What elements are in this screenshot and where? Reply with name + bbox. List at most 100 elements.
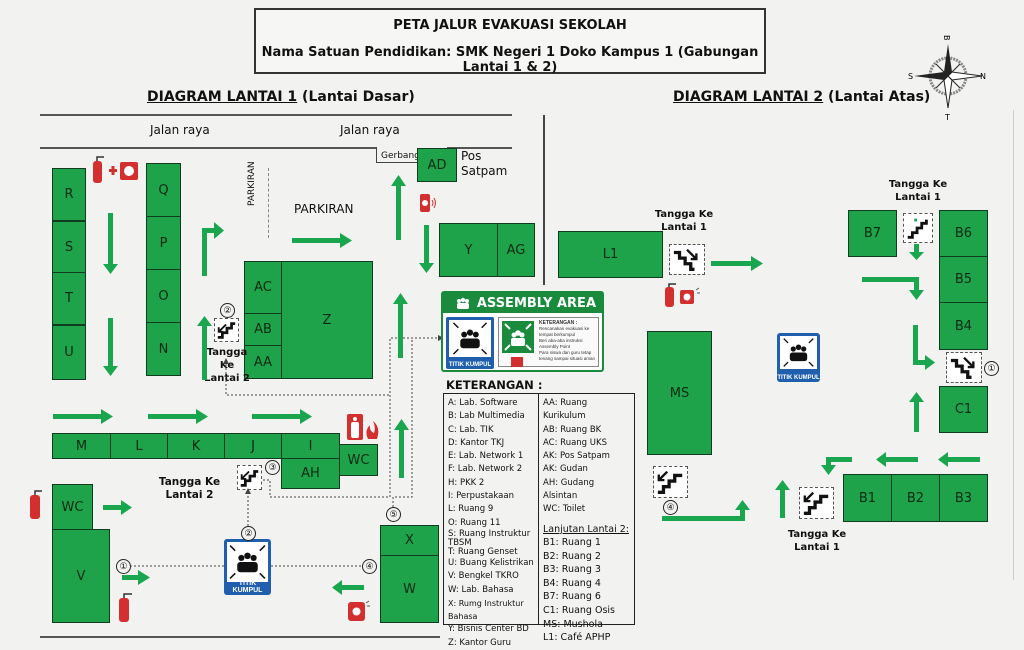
room-S: S [52, 221, 86, 274]
legend-item: T: Ruang Genset [448, 546, 518, 557]
arrow-bent-up-right [202, 222, 224, 276]
stairs-icon-floor1-a [214, 318, 239, 342]
legend-item: U: Buang Kelistrikan [448, 557, 534, 568]
floor1-heading-main: DIAGRAM LANTAI 1 [147, 89, 298, 105]
room-B5: B5 [939, 256, 988, 303]
arrow-right [148, 409, 208, 424]
people-group-icon [783, 338, 814, 367]
titik-kumpul-caption-floor1: TITIK KUMPUL [232, 580, 263, 594]
legend-heading: KETERANGAN : [446, 378, 543, 392]
legend-item: B3: Ruang 3 [543, 564, 601, 576]
room-R: R [52, 168, 86, 221]
arrow-up [775, 480, 790, 518]
legend-item: D: Kantor TKJ [448, 437, 505, 448]
legend-item: AB: Ruang BK [543, 424, 602, 435]
arrow-left [938, 452, 980, 467]
fire-extinguisher-icon [30, 490, 42, 519]
marker-1-floor1: ① [116, 559, 131, 574]
legend-item: AK: Gudan [543, 464, 588, 475]
arrow-right [711, 256, 763, 271]
marker-2-floor1-stairs: ② [220, 303, 235, 318]
room-L1: L1 [558, 231, 663, 278]
alarm-button-icon [511, 357, 523, 367]
floor-divider [543, 115, 545, 285]
room-WC-b: WC [52, 484, 93, 530]
road-label-left: Jalan raya [150, 123, 210, 137]
compass-bottom-label: T [944, 113, 950, 122]
arrow-up [391, 175, 406, 240]
arrow-bent-left-down [821, 457, 852, 475]
room-MS: MS [647, 331, 712, 455]
title-box: PETA JALUR EVAKUASI SEKOLAH Nama Satuan … [254, 8, 766, 75]
arrow-up [393, 293, 408, 358]
room-I: I [281, 433, 340, 459]
people-group-icon [457, 297, 469, 309]
floor1-heading: DIAGRAM LANTAI 1 (Lantai Dasar) [147, 89, 415, 105]
legend-item: O: Ruang 11 [448, 517, 501, 528]
room-O: O [146, 269, 181, 323]
arrow-up [394, 419, 409, 478]
compass-right-label: N [980, 72, 986, 81]
arrow-down [103, 318, 118, 376]
legend-item: B7: Ruang 6 [543, 591, 601, 603]
legend-item: Y: Bisnis Center BD [448, 624, 529, 635]
legend-floor2-heading: Lanjutan Lantai 2: [543, 523, 629, 535]
road-edge-top [40, 114, 512, 116]
titik-kumpul-caption-floor2: TITIK KUMPUL [777, 375, 820, 381]
room-N: N [146, 322, 181, 376]
assembly-note: Para siswa dan guru tetap tenang sampai … [539, 350, 596, 361]
room-AD: AD [417, 148, 457, 182]
stairs-down-icon-floor2-a [669, 244, 705, 275]
gate-post [376, 147, 377, 162]
room-WC-a: WC [339, 444, 378, 476]
floor2-heading-main: DIAGRAM LANTAI 2 [673, 89, 824, 105]
marker-2-floor1-kumpul: ② [241, 526, 256, 541]
floor1-bottom-border [40, 636, 440, 638]
assembly-area-sign: ASSEMBLY AREA TITIK KUMPUL KETERANGAN : … [441, 291, 604, 372]
legend-item: AC: Ruang UKS [543, 437, 607, 448]
room-AB: AB [244, 313, 282, 346]
room-Z: Z [281, 261, 373, 379]
gate-line [376, 162, 418, 163]
people-group-icon [229, 545, 266, 579]
assembly-notes-heading: KETERANGAN : [539, 320, 578, 326]
fire-alarm-icon [348, 600, 370, 621]
arrow-right [252, 409, 312, 424]
legend-item: AK: Pos Satpam [543, 451, 610, 462]
arrow-up [909, 392, 924, 432]
assembly-point-sign-floor2: TITIK KUMPUL [777, 333, 820, 382]
legend-item: A: Lab. Software [448, 398, 518, 408]
legend-item: WC: Toilet [543, 504, 586, 515]
floor2-heading: DIAGRAM LANTAI 2 (Lantai Atas) [673, 89, 930, 105]
road-edge-bottom-right [447, 147, 512, 149]
legend-item: H: PKK 2 [448, 477, 485, 488]
parking-label: PARKIRAN [294, 202, 354, 216]
legend-item: L1: Café APHP [543, 632, 611, 644]
legend-item: L: Ruang 9 [448, 504, 494, 515]
parking-divider [268, 168, 269, 238]
legend-item: V: Bengkel TKRO [448, 571, 519, 582]
fire-extinguisher-first-aid-alarm-icon [93, 156, 138, 183]
arrow-down [419, 225, 434, 273]
stairs-label-floor2-top: Tangga Ke Lantai 1 [888, 179, 948, 203]
legend-item: W: Lab. Bahasa [448, 584, 514, 595]
room-U: U [52, 325, 86, 380]
room-B7: B7 [848, 210, 897, 257]
stairs-label-floor2-bottom: Tangga Ke Lantai 1 [787, 529, 847, 553]
stairs-label-floor1-a: Tangga Ke Lantai 2 [204, 347, 250, 384]
legend-column-right: AA: Ruang Kurikulum AB: Ruang BK AC: Rua… [539, 394, 634, 643]
arrow-bent-down-right [913, 325, 935, 370]
marker-3: ③ [265, 460, 280, 475]
room-B3: B3 [939, 474, 988, 522]
arrow-left [876, 452, 918, 467]
room-B2: B2 [891, 474, 940, 522]
room-M: M [52, 433, 111, 459]
room-AH: AH [281, 458, 340, 489]
fire-extinguisher-alarm-icon [665, 283, 700, 307]
people-group-icon [452, 322, 488, 355]
legend-item: S: Ruang Instruktur TBSM [448, 528, 531, 548]
floor2-right-border [1013, 110, 1014, 580]
room-Q: Q [146, 163, 181, 217]
legend-item: B1: Ruang 1 [543, 536, 601, 548]
assembly-kp-caption: TITIK KUMPUL [448, 362, 492, 368]
